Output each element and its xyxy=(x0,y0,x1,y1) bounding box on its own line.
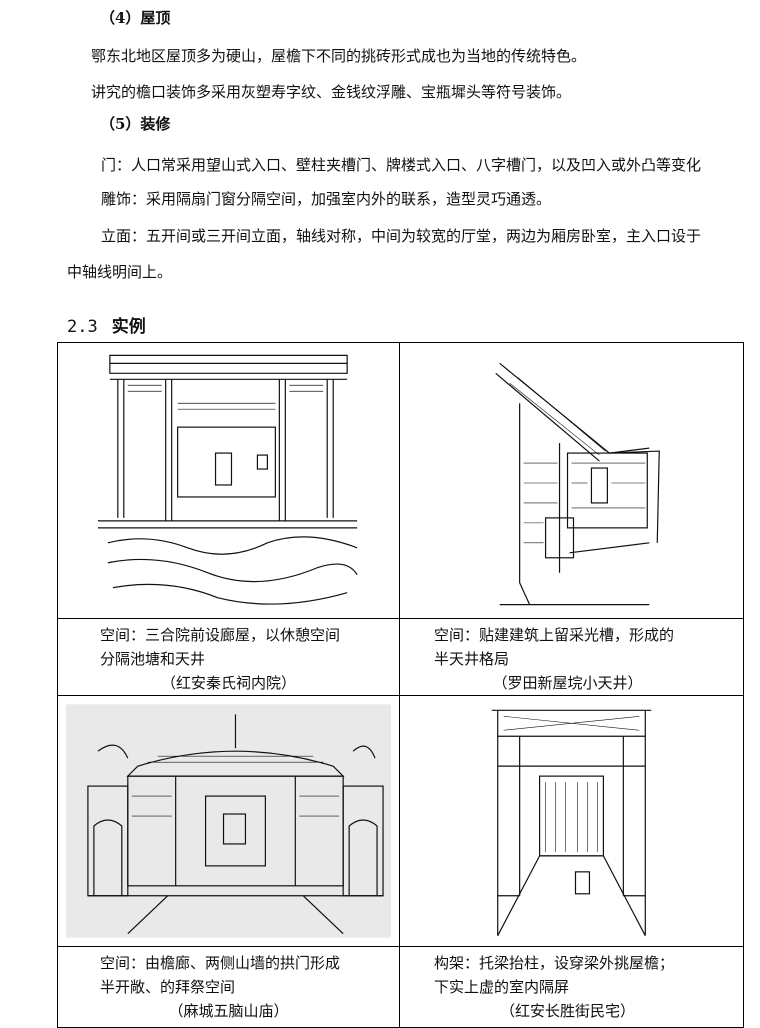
example-1-image-cell xyxy=(57,342,400,619)
example-2-caption-line-2: 半天井格局 xyxy=(434,650,510,668)
example-4-caption-line-1: 构架：托梁抬柱，设穿梁外挑屋檐； xyxy=(434,954,675,972)
section-heading: 2.3 实例 xyxy=(67,312,146,337)
example-3-caption-line-1: 空间：由檐廊、两侧山墙的拱门形成 xyxy=(100,954,341,972)
example-4-image-cell xyxy=(399,695,744,947)
temple-hall-sketch xyxy=(65,704,392,938)
example-4-source: （红安长胜街民宅） xyxy=(499,1002,635,1020)
roof-paragraph-line-1: 鄂东北地区屋顶多为硬山，屋檐下不同的挑砖形式成也为当地的传统特色。 xyxy=(91,47,587,65)
example-2-caption-line-1: 空间：贴建建筑上留采光槽，形成的 xyxy=(434,626,675,644)
example-4-caption-line-2: 下实上虚的室内隔屏 xyxy=(434,978,570,996)
section-number: 2.3 xyxy=(67,317,98,337)
example-1-source: （红安秦氏祠内院） xyxy=(160,674,296,692)
example-3-image-cell xyxy=(57,695,400,947)
example-1-caption-line-2: 分隔池塘和天井 xyxy=(100,650,206,668)
decoration-heading: （5）装修 xyxy=(100,115,171,133)
skylight-courtyard-sketch xyxy=(495,362,660,606)
decoration-facade-line: 立面：五开间或三开间立面，轴线对称，中间为较宽的厅堂，两边为厢房卧室，主入口设于 xyxy=(101,227,702,245)
interior-screen-sketch xyxy=(491,709,652,936)
example-2-caption-cell: 空间：贴建建筑上留采光槽，形成的 半天井格局 （罗田新屋垸小天井） xyxy=(399,618,744,696)
example-4-caption-cell: 构架：托梁抬柱，设穿梁外挑屋檐； 下实上虚的室内隔屏 （红安长胜街民宅） xyxy=(399,946,744,1028)
decoration-door-line: 门：人口常采用望山式入口、壁柱夹槽门、牌楼式入口、八字槽门，以及凹入或外凸等变化 xyxy=(101,156,702,174)
example-3-source: （麻城五脑山庙） xyxy=(168,1002,289,1020)
example-2-image-cell xyxy=(399,342,744,619)
examples-table: 空间：三合院前设廊屋，以休憩空间 分隔池塘和天井 （红安秦氏祠内院） 空间：贴建… xyxy=(57,342,744,1028)
roof-heading: （4）屋顶 xyxy=(100,9,171,27)
example-3-caption-cell: 空间：由檐廊、两侧山墙的拱门形成 半开敞、的拜祭空间 （麻城五脑山庙） xyxy=(57,946,400,1028)
example-2-source: （罗田新屋垸小天井） xyxy=(492,674,643,692)
roof-paragraph-line-2: 讲究的檐口装饰多采用灰塑寿字纹、金钱纹浮雕、宝瓶墀头等符号装饰。 xyxy=(91,83,572,101)
example-3-caption-line-2: 半开敞、的拜祭空间 xyxy=(100,978,236,996)
courtyard-corridor-sketch xyxy=(97,354,358,605)
example-1-caption-cell: 空间：三合院前设廊屋，以休憩空间 分隔池塘和天井 （红安秦氏祠内院） xyxy=(57,618,400,696)
decoration-carving-line: 雕饰：采用隔扇门窗分隔空间，加强室内外的联系，造型灵巧通透。 xyxy=(101,190,552,208)
decoration-facade-continuation: 中轴线明间上。 xyxy=(67,263,173,281)
section-title: 实例 xyxy=(111,317,146,337)
example-1-caption-line-1: 空间：三合院前设廊屋，以休憩空间 xyxy=(100,626,341,644)
